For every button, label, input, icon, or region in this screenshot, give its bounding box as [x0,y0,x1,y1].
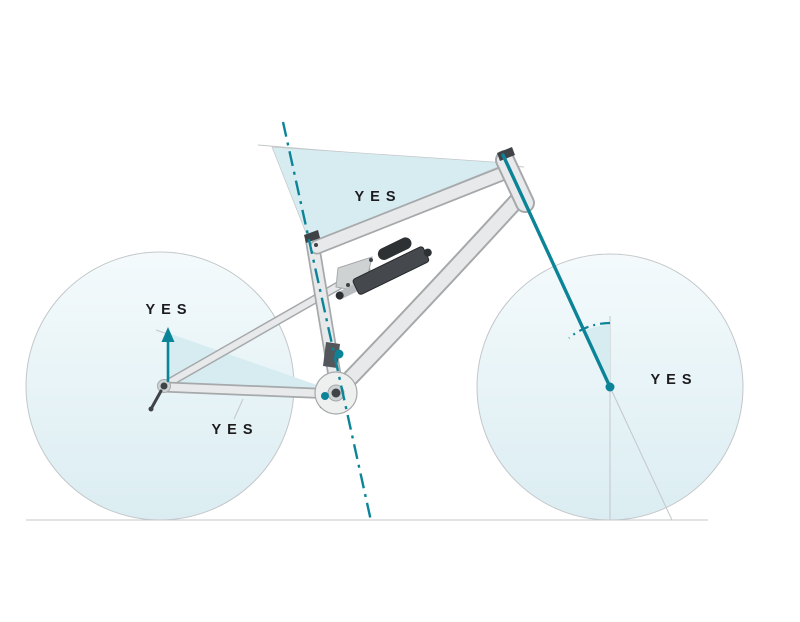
steering-axis-line [501,153,612,389]
chainstay-leader-line [233,398,244,420]
label-yes-top: YES [354,189,402,205]
label-yes-right: YES [650,372,698,388]
pivot-accent-lower [321,392,329,400]
steering-axis-extension-line [609,386,673,521]
chainstay-tube-fill [160,383,340,398]
headset-cap [497,147,515,161]
down-tube-fill [331,189,528,398]
shock-reservoir [377,237,412,260]
seat-tube-fill [306,234,343,396]
shock-eyelet-front [335,291,344,300]
bolt-icon [369,258,373,262]
label-yes-bottom: YES [211,422,259,438]
shock-eyelet-rear [423,248,432,257]
bottom-bracket-axle [331,388,341,398]
top-tube-fill [311,165,515,253]
travel-arrow-head [161,327,175,342]
axle-lever-end [148,406,154,412]
rear-axle [160,382,168,390]
axle-lever [149,389,163,411]
seat-angle-line [281,121,373,522]
pivot-accent-upper [334,349,344,359]
rear-travel-wedge [168,333,337,392]
front-hub-dot [605,382,615,392]
label-yes-left: YES [145,302,193,318]
head-angle-arc [568,321,611,339]
seatstay-tube-fill [162,267,369,388]
bolt-icon [346,283,350,287]
rear-shock [335,237,432,301]
bolt-icon [314,243,318,247]
